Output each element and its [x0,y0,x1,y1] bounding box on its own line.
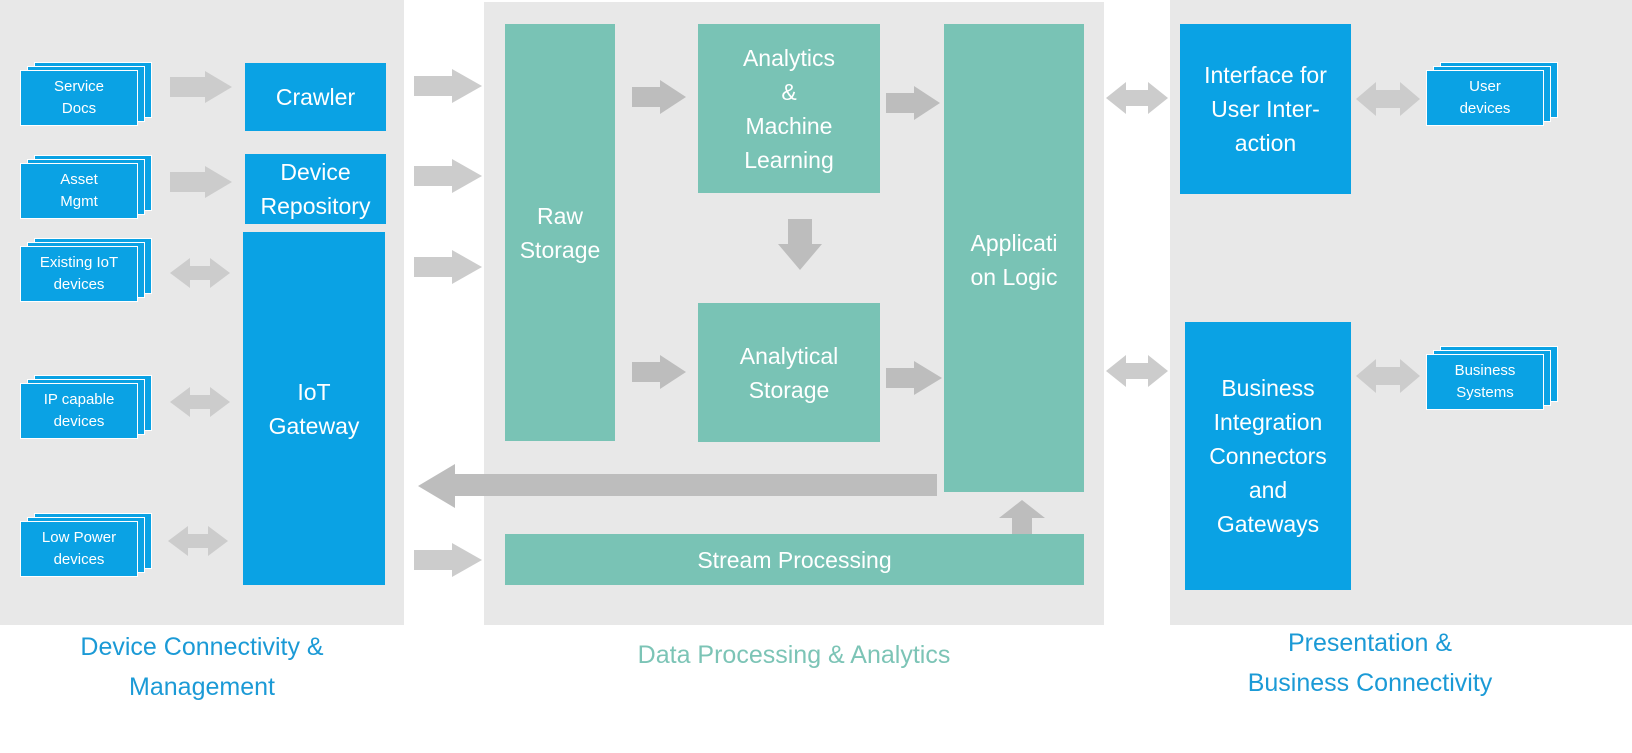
crawler-box: Crawler [245,63,386,131]
arrow-device-to-processing-2 [414,159,482,193]
arrow-analytical-storage-to-logic [886,361,942,395]
caption-line: Data Processing & Analytics [637,641,951,669]
crawler-label: Crawler [275,84,356,110]
source-label: IP capable [43,391,115,408]
analytics-ml-label: Analytics [742,44,836,71]
business-integration-label: Connectors [1209,443,1327,469]
arrow-device-to-stream [414,543,482,577]
arrow-low-power-gateway [168,526,228,556]
application-logic-label: Applicati [970,230,1058,256]
stream-processing-box: Stream Processing [505,534,1084,585]
raw-storage-label: Storage [519,236,601,263]
target-label: Systems [1456,384,1514,401]
source-label: Docs [61,100,97,117]
caption-presentation: Presentation & Business Connectivity [1170,623,1570,703]
target-label: devices [1459,100,1511,117]
source-ip-capable-devices: IP capable devices [20,375,152,439]
arrow-analytics-to-logic [886,86,940,120]
source-label: Low Power [41,529,117,546]
arrow-logic-business-integration [1106,355,1168,387]
business-integration-box: Business Integration Connectors and Gate… [1185,322,1351,590]
source-label: devices [53,276,105,293]
arrow-logic-user-interface [1106,82,1168,114]
business-integration-label: Business [1221,375,1315,401]
arrow-logic-back-to-device [418,464,937,508]
arrow-interface-user-devices [1356,82,1420,116]
user-interface-box: Interface for User Inter- action [1180,24,1351,194]
device-repository-label: Repository [260,193,371,219]
target-label: Business [1454,362,1516,379]
target-user-devices: User devices [1426,62,1558,126]
iot-gateway-label: Gateway [268,412,360,439]
arrow-device-to-processing-1 [414,69,482,103]
analytics-ml-label: Machine [745,112,833,139]
arrow-service-docs-to-crawler [170,71,232,103]
source-label: Mgmt [60,193,98,210]
raw-storage-label: Raw [536,202,583,229]
arrow-existing-iot-gateway [170,258,230,288]
caption-device-connectivity: Device Connectivity & Management [0,627,404,707]
business-integration-label: Integration [1213,409,1323,435]
arrow-raw-to-analytical-storage [632,355,686,389]
stream-processing-label: Stream Processing [697,546,892,573]
caption-line: Business Connectivity [1247,669,1493,697]
target-label: User [1469,78,1501,95]
source-label: devices [53,413,105,430]
business-integration-label: Gateways [1216,511,1320,537]
source-label: Existing IoT [39,254,119,271]
source-label: Asset [60,171,98,188]
user-interface-label: action [1234,130,1297,156]
application-logic-box: Applicati on Logic [944,24,1084,492]
device-repository-label: Device [280,159,351,185]
analytics-ml-label: & [781,78,797,105]
application-logic-label: on Logic [970,264,1058,290]
caption-line: Management [129,673,275,701]
arrow-ip-capable-gateway [170,387,230,417]
source-label: Service [53,78,105,95]
caption-data-processing: Data Processing & Analytics [484,635,1104,675]
analytical-storage-label: Storage [748,376,830,403]
user-interface-label: User Inter- [1211,96,1320,122]
arrow-integration-business-systems [1356,359,1420,393]
arrow-stream-to-logic [999,500,1045,534]
business-integration-label: and [1248,477,1288,503]
caption-line: Presentation & [1288,629,1452,657]
source-label: devices [53,551,105,568]
arrow-asset-mgmt-to-repository [170,166,232,198]
iot-gateway-label: IoT [297,378,331,405]
arrow-device-to-processing-3 [414,250,482,284]
source-existing-iot-devices: Existing IoT devices [20,238,152,302]
analytical-storage-label: Analytical [739,342,839,369]
arrow-analytics-to-analytical-storage [778,219,822,270]
user-interface-label: Interface for [1204,62,1327,88]
iot-gateway-box: IoT Gateway [243,232,385,585]
analytics-ml-label: Learning [744,146,834,173]
arrow-raw-to-analytics [632,80,686,114]
caption-line: Device Connectivity & [80,633,324,661]
analytics-ml-box: Analytics & Machine Learning [698,24,880,193]
source-low-power-devices: Low Power devices [20,513,152,577]
